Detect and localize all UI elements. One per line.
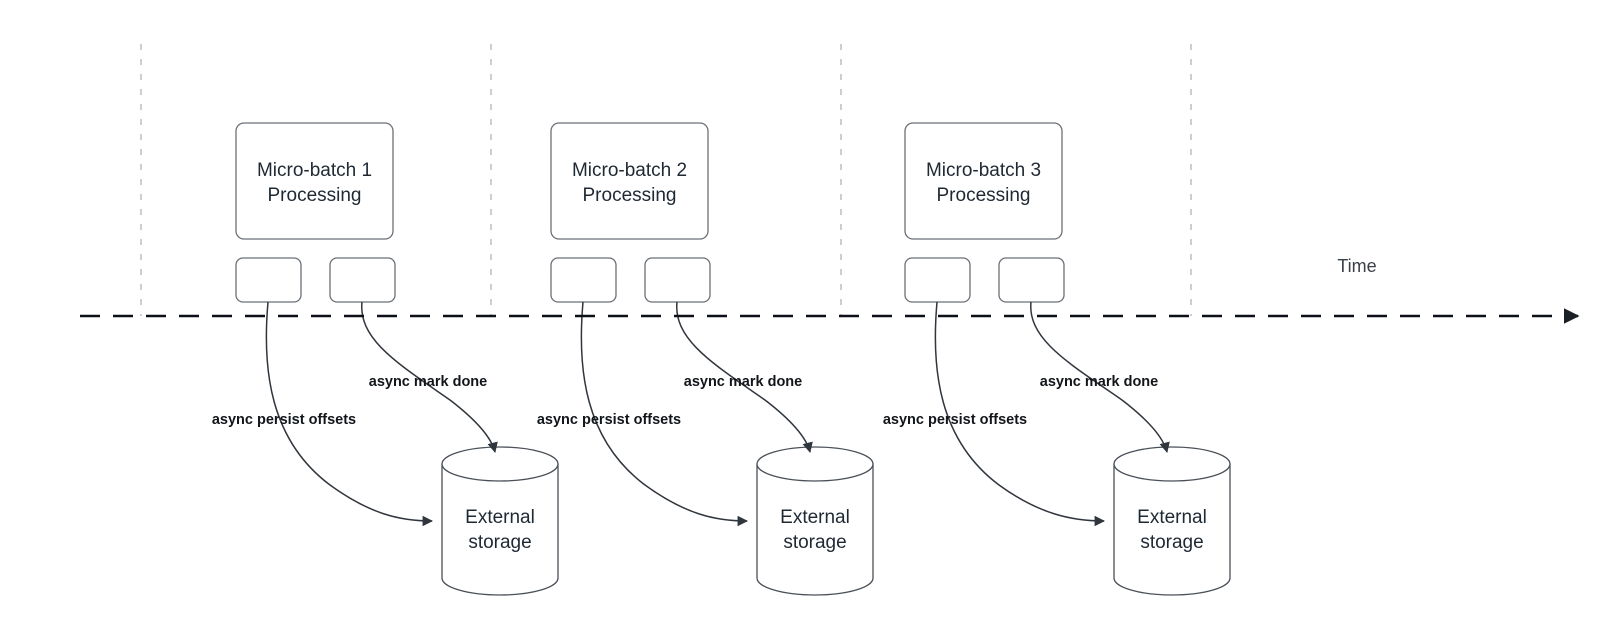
async-persist-offsets-arrow <box>265 301 434 527</box>
storage-label-line1: External <box>780 507 850 528</box>
storage-cylinder-body[interactable] <box>441 463 559 596</box>
process-box-subtitle: Processing <box>583 185 677 206</box>
async-persist-offsets-label: async persist offsets <box>883 412 1027 428</box>
storage-cylinder-top <box>756 446 874 482</box>
persist-offsets-task-box[interactable] <box>550 257 617 303</box>
storage-cylinder-top <box>441 446 559 482</box>
async-mark-done-label: async mark done <box>1040 374 1158 390</box>
persist-offsets-task-box[interactable] <box>904 257 971 303</box>
process-box-title: Micro-batch 2 <box>572 160 687 181</box>
async-persist-offsets-arrow <box>580 301 749 527</box>
process-box-subtitle: Processing <box>268 185 362 206</box>
process-box-title: Micro-batch 1 <box>257 160 372 181</box>
async-persist-offsets-label: async persist offsets <box>537 412 681 428</box>
async-mark-done-arrow <box>676 301 813 454</box>
mark-done-task-box[interactable] <box>998 257 1065 303</box>
storage-label-line1: External <box>465 507 535 528</box>
storage-label-line1: External <box>1137 507 1207 528</box>
storage-label-line2: storage <box>783 532 846 553</box>
mark-done-task-box[interactable] <box>329 257 396 303</box>
async-persist-offsets-label: async persist offsets <box>212 412 356 428</box>
async-mark-done-arrow <box>361 301 498 454</box>
time-axis-label: Time <box>1337 256 1376 276</box>
storage-cylinder-body[interactable] <box>1113 463 1231 596</box>
async-persist-offsets-arrow <box>934 301 1106 527</box>
storage-label-line2: storage <box>1140 532 1203 553</box>
persist-offsets-task-box[interactable] <box>235 257 302 303</box>
process-box-title: Micro-batch 3 <box>926 160 1041 181</box>
process-box-subtitle: Processing <box>937 185 1031 206</box>
async-mark-done-label: async mark done <box>369 374 487 390</box>
async-mark-done-label: async mark done <box>684 374 802 390</box>
timeline-tick-lines <box>140 44 1192 316</box>
process-box[interactable] <box>550 122 709 240</box>
storage-cylinder-body[interactable] <box>756 463 874 596</box>
process-box[interactable] <box>904 122 1063 240</box>
storage-label-line2: storage <box>468 532 531 553</box>
async-mark-done-arrow <box>1030 301 1170 454</box>
mark-done-task-box[interactable] <box>644 257 711 303</box>
storage-cylinder-top <box>1113 446 1231 482</box>
process-box[interactable] <box>235 122 394 240</box>
